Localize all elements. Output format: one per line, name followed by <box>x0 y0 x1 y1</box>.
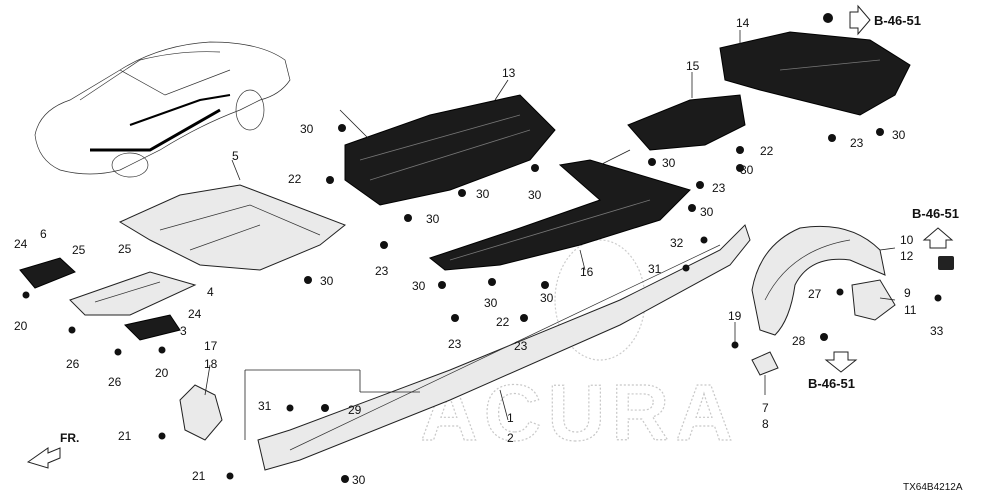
part-9-splash-guard <box>851 279 896 321</box>
callout-30a: 30 <box>300 122 314 136</box>
callout-22b: 22 <box>496 315 510 329</box>
part-16-undercover <box>428 159 691 271</box>
callout-25b: 25 <box>118 242 132 256</box>
callout-30g: 30 <box>484 296 498 310</box>
callout-26b: 26 <box>108 375 122 389</box>
callout-30i: 30 <box>662 156 676 170</box>
callout-20b: 20 <box>155 366 169 380</box>
callout-33: 33 <box>930 324 944 338</box>
part-5-front-cover <box>118 184 346 271</box>
callout-30j: 30 <box>700 205 714 219</box>
callout-10: 10 <box>900 233 914 247</box>
callout-31a: 31 <box>258 399 272 413</box>
callout-16: 16 <box>580 265 594 279</box>
callout-1: 1 <box>507 411 514 425</box>
ref-bottom-label: B-46-51 <box>808 376 855 391</box>
callout-20a: 20 <box>14 319 28 333</box>
callout-12: 12 <box>900 249 914 263</box>
callout-19: 19 <box>728 309 742 323</box>
reference-arrow-bottom: B-46-51 <box>808 351 858 391</box>
callout-8: 8 <box>762 417 769 431</box>
part-10-wheel-liner <box>751 225 886 336</box>
callout-18: 18 <box>204 357 218 371</box>
callout-6: 6 <box>40 227 47 241</box>
callout-31b: 31 <box>648 262 662 276</box>
callout-17: 17 <box>204 339 218 353</box>
callout-25a: 25 <box>72 243 86 257</box>
callout-30c: 30 <box>528 188 542 202</box>
part-6-cover <box>19 257 76 289</box>
reference-arrow-top: B-46-51 <box>849 4 921 36</box>
callout-30f: 30 <box>412 279 426 293</box>
fasteners <box>22 13 954 483</box>
part-14-diffuser <box>719 31 911 116</box>
callout-26a: 26 <box>66 357 80 371</box>
callout-3: 3 <box>180 324 187 338</box>
callout-23b: 23 <box>448 337 462 351</box>
callout-5: 5 <box>232 149 239 163</box>
part-17-mudguard <box>179 384 223 441</box>
callout-30-bottom: 30 <box>352 473 366 487</box>
part-15-undercover <box>627 94 746 151</box>
reference-arrow-right: B-46-51 <box>912 206 959 249</box>
callout-13: 13 <box>502 66 516 80</box>
front-label: FR. <box>60 431 79 445</box>
callout-21a: 21 <box>118 429 132 443</box>
vehicle-outline <box>34 41 291 178</box>
callout-22c: 22 <box>760 144 774 158</box>
callout-23a: 23 <box>375 264 389 278</box>
part-13-undercover <box>344 94 556 206</box>
callout-30b: 30 <box>476 187 490 201</box>
callout-24b: 24 <box>188 307 202 321</box>
callout-9: 9 <box>904 286 911 300</box>
ref-right-label: B-46-51 <box>912 206 959 221</box>
callout-15: 15 <box>686 59 700 73</box>
callout-22a: 22 <box>288 172 302 186</box>
ref-top-label: B-46-51 <box>874 13 921 28</box>
callout-30e: 30 <box>320 274 334 288</box>
callout-30d: 30 <box>426 212 440 226</box>
callout-28: 28 <box>792 334 806 348</box>
callout-numbers: 1 2 3 4 5 6 7 8 9 10 11 12 13 14 15 16 1… <box>14 16 944 483</box>
part-4-cover <box>69 271 197 316</box>
callout-4: 4 <box>207 285 214 299</box>
part-3-cover <box>124 314 181 341</box>
callout-24a: 24 <box>14 237 28 251</box>
callout-14: 14 <box>736 16 750 30</box>
callout-23e: 23 <box>850 136 864 150</box>
callout-23c: 23 <box>514 339 528 353</box>
callout-30h: 30 <box>540 291 554 305</box>
callout-23d: 23 <box>712 181 726 195</box>
callout-30k: 30 <box>740 163 754 177</box>
callout-27: 27 <box>808 287 822 301</box>
diagram-code: TX64B4212A <box>903 482 963 493</box>
front-direction-arrow: FR. <box>26 431 79 469</box>
part-1-side-sill <box>257 224 751 471</box>
callout-21b: 21 <box>192 469 206 483</box>
callout-29: 29 <box>348 403 362 417</box>
leader-lines <box>204 30 896 440</box>
callout-2: 2 <box>507 431 514 445</box>
callout-11: 11 <box>904 303 917 317</box>
callout-30l: 30 <box>892 128 906 142</box>
callout-7: 7 <box>762 401 769 415</box>
callout-32: 32 <box>670 236 684 250</box>
part-7-bracket <box>751 351 779 376</box>
